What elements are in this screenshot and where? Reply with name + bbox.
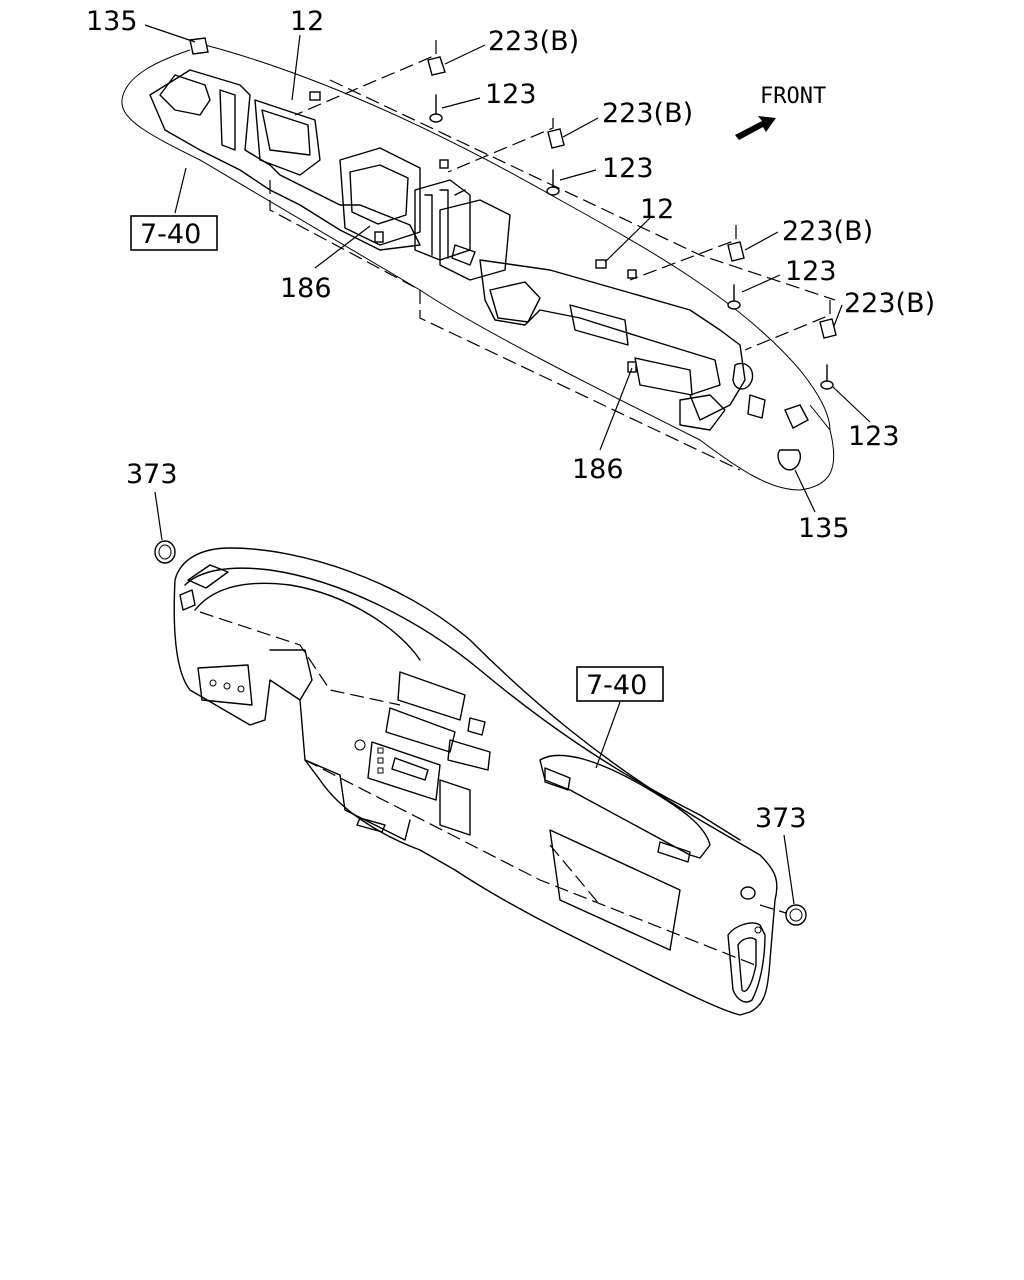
ref-box-top	[130, 215, 218, 251]
fastener-set-1	[427, 56, 446, 123]
callout-223b-4: 223(B)	[844, 288, 935, 319]
callout-123-2: 123	[602, 153, 654, 184]
leaders-top	[144, 24, 871, 513]
ref-box-bottom	[576, 666, 664, 702]
callout-186-left: 186	[280, 273, 332, 304]
leaders-bottom	[154, 491, 795, 905]
callout-135-right: 135	[798, 513, 850, 544]
callout-123-3: 123	[785, 256, 837, 287]
clip-nut-4	[819, 318, 837, 339]
front-label: FRONT	[760, 84, 826, 109]
callouts-top: 135 12 223(B) 123 223(B) 123 12 223(B) 1…	[86, 6, 935, 544]
callout-223b-2: 223(B)	[602, 98, 693, 129]
clip-nut-3	[727, 241, 745, 262]
callout-186-right: 186	[572, 454, 624, 485]
screw-1	[429, 94, 443, 123]
clip-nut-2	[547, 128, 565, 149]
callouts-bottom: 373 7-40 373	[126, 459, 807, 834]
clip-nut-1	[427, 56, 446, 76]
fastener-set-4	[819, 318, 837, 390]
front-indicator: FRONT	[735, 84, 826, 140]
screw-2	[546, 169, 560, 196]
screw-4	[820, 364, 834, 390]
alignment-lines-top	[294, 40, 836, 351]
duct-end-left	[189, 37, 209, 55]
fastener-set-3	[727, 241, 745, 310]
cap-right	[785, 904, 807, 926]
callout-373-left: 373	[126, 459, 178, 490]
callout-223b-1: 223(B)	[488, 26, 579, 57]
instrument-panel-outline-top	[121, 44, 835, 491]
cap-right-alignment	[759, 904, 787, 914]
cap-left	[154, 540, 176, 564]
fastener-set-2	[546, 128, 565, 196]
duct-end-right	[777, 404, 809, 471]
screw-3	[727, 284, 741, 310]
callout-373-right: 373	[755, 803, 807, 834]
arrow-up-right-icon	[735, 116, 776, 140]
callout-ref-top: 7-40	[140, 219, 201, 250]
callout-123-4: 123	[848, 421, 900, 452]
callout-ref-bottom: 7-40	[586, 670, 647, 701]
callout-123-1: 123	[485, 79, 537, 110]
callout-135-left: 135	[86, 6, 138, 37]
instrument-panel	[173, 547, 778, 1016]
callout-223b-3: 223(B)	[782, 216, 873, 247]
callout-12-left: 12	[290, 6, 324, 37]
heater-duct-assembly	[149, 69, 766, 431]
callout-12-right: 12	[640, 194, 674, 225]
